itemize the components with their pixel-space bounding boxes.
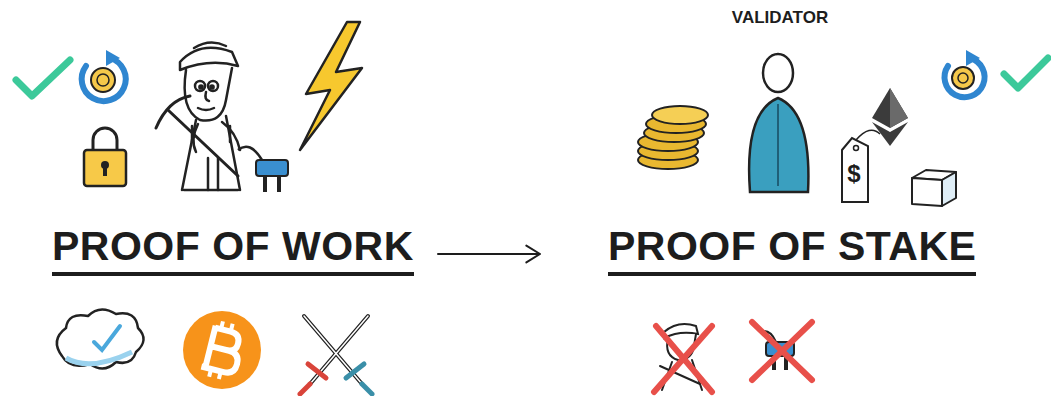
check-mark bbox=[16, 60, 70, 96]
lightning-bolt bbox=[300, 22, 362, 150]
power-plug bbox=[238, 147, 288, 192]
padlock bbox=[84, 128, 126, 186]
block-cube bbox=[912, 170, 956, 206]
role-label: VALIDATOR bbox=[690, 8, 870, 28]
crossed-swords bbox=[300, 316, 372, 394]
coin-cycle-icon bbox=[945, 50, 985, 97]
coin-cycle-icon bbox=[82, 50, 126, 101]
miner-figure bbox=[156, 42, 240, 190]
heading-text: PROOF OF STAKE bbox=[608, 224, 976, 276]
ethereum-logo bbox=[872, 88, 908, 146]
coin-stack bbox=[638, 106, 708, 169]
crossed-out-plug bbox=[752, 322, 812, 380]
validator-figure bbox=[749, 54, 808, 192]
crossed-out-miner bbox=[654, 324, 712, 392]
heading-text: PROOF OF WORK bbox=[52, 224, 414, 276]
heading-node: PROOF OF WORK bbox=[52, 224, 438, 284]
price-symbol: $ bbox=[840, 160, 868, 188]
heading-node: PROOF OF STAKE bbox=[540, 224, 952, 284]
bitcoin-logo bbox=[183, 311, 261, 389]
check-mark bbox=[1004, 58, 1048, 88]
transition-arrow bbox=[438, 246, 540, 263]
brain-cloud bbox=[57, 309, 144, 368]
